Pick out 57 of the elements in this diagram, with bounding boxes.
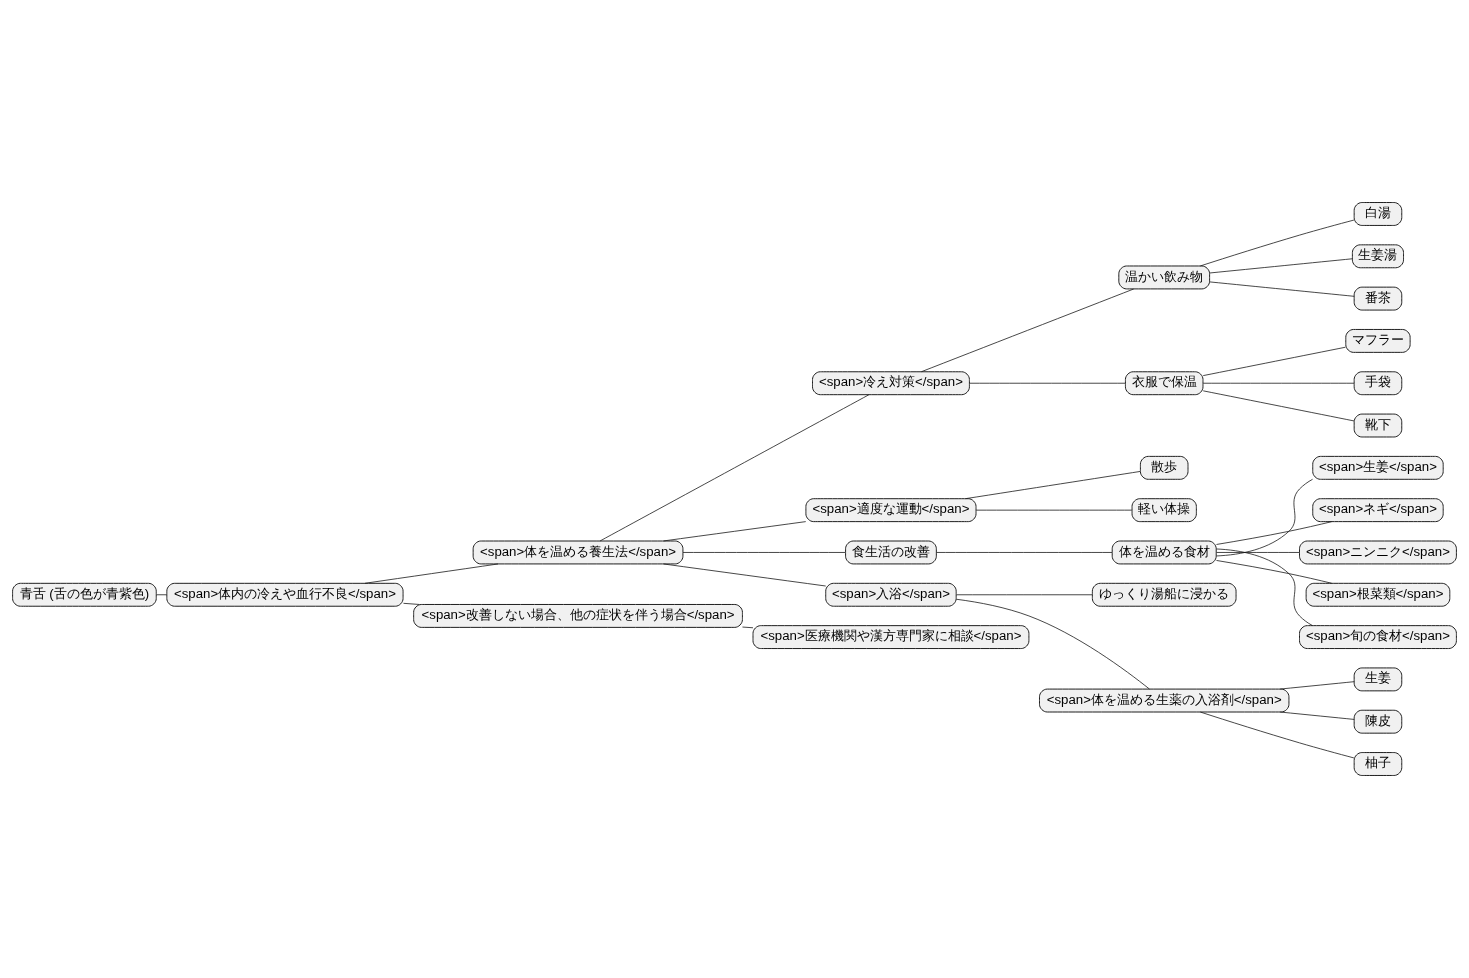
node-box: 体を温める食材 — [1111, 540, 1217, 565]
connector — [403, 602, 420, 605]
connector — [975, 509, 1133, 511]
connector — [969, 382, 1126, 384]
connector — [1202, 382, 1355, 384]
connector — [1215, 478, 1313, 557]
connector — [1209, 281, 1355, 297]
connector — [955, 598, 1150, 690]
connector — [965, 471, 1141, 500]
connector — [1216, 552, 1300, 553]
connector — [1215, 548, 1313, 626]
connector — [599, 394, 870, 542]
node-box: <span>体内の冷えや血行不良</span> — [166, 582, 404, 607]
node-box: <span>根菜類</span> — [1305, 582, 1451, 607]
node-box: 軽い体操 — [1131, 498, 1197, 523]
connector — [663, 563, 827, 587]
connector — [742, 626, 754, 629]
connector — [682, 552, 846, 553]
connector — [935, 552, 1113, 553]
node-box: <span>適度な運動</span> — [805, 498, 977, 523]
node-box: 陳皮 — [1353, 709, 1403, 734]
node-box: <span>冷え対策</span> — [812, 371, 970, 396]
node-box: <span>旬の食材</span> — [1299, 625, 1457, 650]
node-box: 手袋 — [1353, 371, 1403, 396]
connector — [156, 594, 168, 596]
connector — [663, 521, 807, 542]
connector — [1199, 219, 1355, 267]
connector — [1202, 346, 1346, 376]
node-box: 白湯 — [1353, 202, 1403, 226]
node-box: <span>医療機関や漢方専門家に相談</span> — [752, 625, 1030, 650]
connector — [1209, 258, 1353, 274]
node-box: 温かい飲み物 — [1118, 265, 1211, 290]
connector — [364, 563, 499, 584]
node-box: <span>ニンニク</span> — [1299, 540, 1457, 565]
node-box: <span>体を温める養生法</span> — [472, 540, 684, 565]
node-box: ゆっくり湯船に浸かる — [1091, 582, 1237, 607]
node-box: 青舌 (舌の色が青紫色) — [12, 582, 157, 607]
node-box: 生姜湯 — [1351, 244, 1404, 269]
connector — [956, 594, 1093, 596]
node-box: <span>体を温める生薬の入浴剤</span> — [1039, 688, 1290, 713]
node-box: 靴下 — [1353, 413, 1403, 438]
node-box: マフラー — [1345, 328, 1411, 353]
node-box: <span>入浴</span> — [825, 582, 957, 607]
node-box: <span>ネギ</span> — [1312, 498, 1444, 523]
node-box: 散歩 — [1139, 455, 1189, 480]
node-box: 衣服で保温 — [1124, 371, 1204, 396]
connector — [1199, 711, 1355, 759]
connector — [921, 288, 1135, 373]
node-box: <span>改善しない場合、他の症状を伴う場合</span> — [413, 604, 743, 628]
node-box: 柚子 — [1353, 752, 1403, 776]
node-box: 食生活の改善 — [845, 540, 937, 565]
connector — [1279, 711, 1355, 720]
connector — [1202, 390, 1355, 422]
node-box: 番茶 — [1353, 286, 1403, 311]
node-box: <span>生姜</span> — [1312, 455, 1444, 480]
connector — [1279, 681, 1355, 690]
node-box: 生姜 — [1353, 667, 1403, 692]
